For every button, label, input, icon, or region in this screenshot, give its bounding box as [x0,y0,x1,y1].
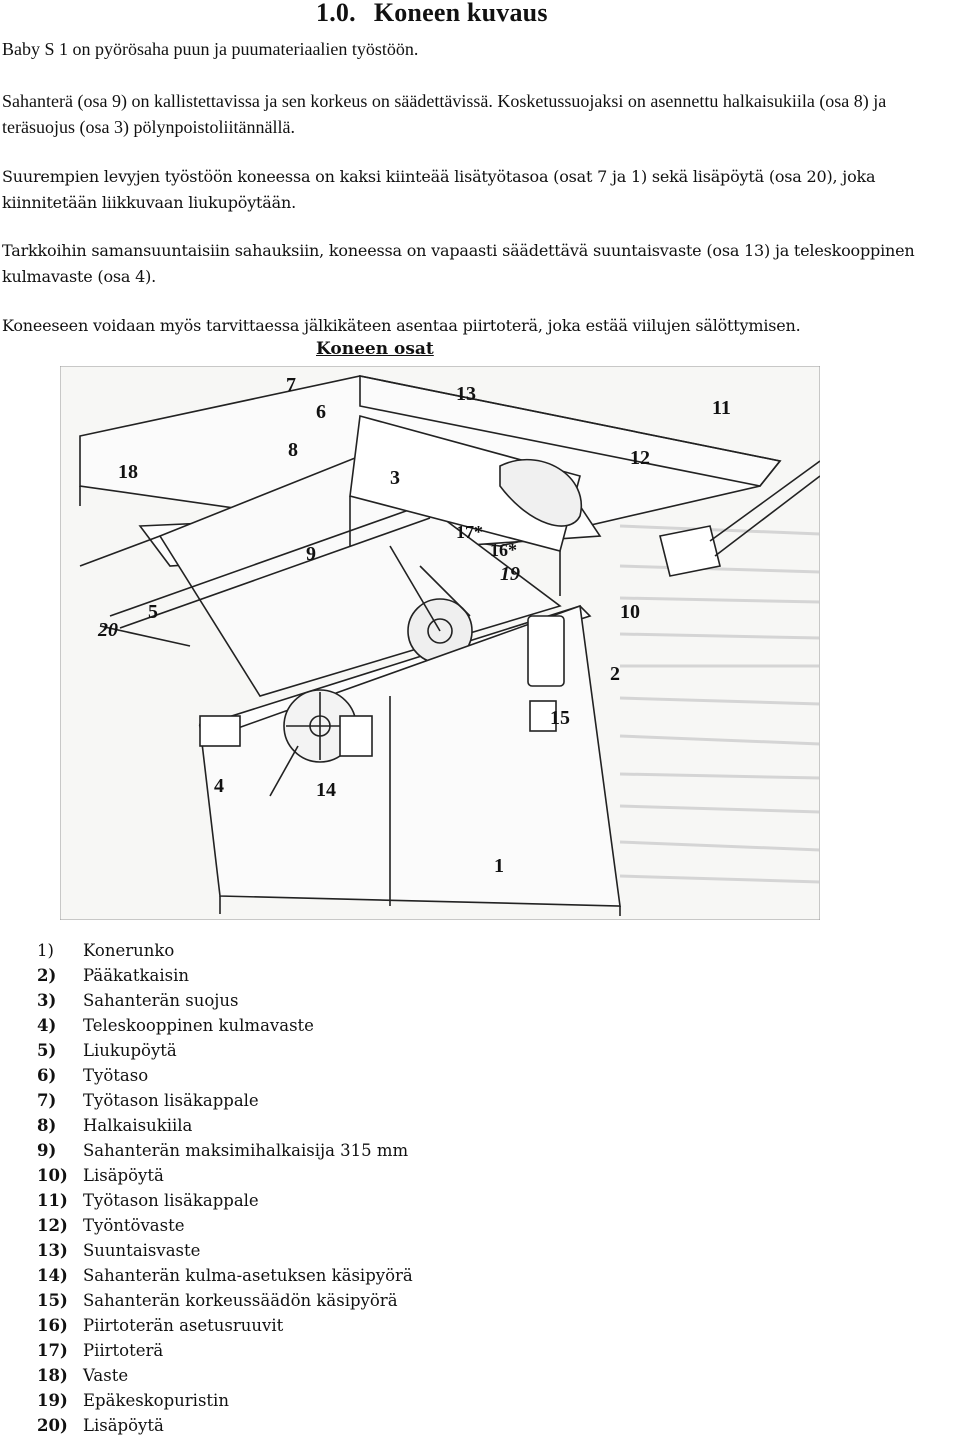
parts-list-item: 3) Sahanterän suojus [37,988,413,1013]
paragraph-intro: Baby S 1 on pyörösaha puun ja puumateria… [2,39,419,59]
part-number: 1) [37,941,54,960]
part-number: 20) [37,1416,68,1435]
part-name: Piirtoterä [83,1341,164,1360]
parts-list-item: 14) Sahanterän kulma-asetuksen käsipyörä [37,1263,413,1288]
part-number: 2) [37,966,57,985]
parts-list-item: 4) Teleskooppinen kulmavaste [37,1013,413,1038]
parts-list-item: 9) Sahanterän maksimihalkaisija 315 mm [37,1138,413,1163]
diagram-label-18: 18 [118,461,138,483]
part-name: Sahanterän kulma-asetuksen käsipyörä [83,1266,413,1285]
diagram-label-6: 6 [316,401,326,423]
diagram-label-14: 14 [316,779,336,801]
section-heading: 1.0. Koneen kuvaus [316,0,548,28]
part-number: 14) [37,1266,68,1285]
parts-list-item: 2) Pääkatkaisin [37,963,413,988]
parts-list-item: 10) Lisäpöytä [37,1163,413,1188]
section-number: 1.0. [316,0,356,27]
diagram-label-16: 16* [490,540,517,560]
diagram-label-17: 17* [456,522,483,542]
parts-list-item: 19) Epäkeskopuristin [37,1388,413,1413]
diagram-label-9: 9 [306,543,316,565]
parts-list-item: 7) Työtason lisäkappale [37,1088,413,1113]
machine-drawing [79,375,820,916]
parts-list-item: 18) Vaste [37,1363,413,1388]
part-name: Lisäpöytä [83,1416,164,1435]
parts-list-item: 5) Liukupöytä [37,1038,413,1063]
part-name: Sahanterän maksimihalkaisija 315 mm [83,1141,409,1160]
parts-list-item: 12) Työntövaste [37,1213,413,1238]
parts-list-item: 13) Suuntaisvaste [37,1238,413,1263]
diagram-label-15: 15 [550,707,570,729]
parts-list-item: 6) Työtaso [37,1063,413,1088]
parts-list-item: 11) Työtason lisäkappale [37,1188,413,1213]
section-title: Koneen kuvaus [373,0,548,27]
parts-list-item: 20) Lisäpöytä [37,1413,413,1438]
part-name: Sahanterän korkeussäädön käsipyörä [83,1291,398,1310]
part-name: Sahanterän suojus [83,991,239,1010]
part-name: Pääkatkaisin [83,966,189,985]
parts-list-item: 8) Halkaisukiila [37,1113,413,1138]
diagram-label-12: 12 [630,447,650,469]
part-number: 8) [37,1116,57,1135]
part-name: Piirtoterän asetusruuvit [83,1316,284,1335]
part-name: Suuntaisvaste [83,1241,201,1260]
part-name: Työtason lisäkappale [83,1191,259,1210]
diagram-label-11: 11 [712,397,731,419]
part-name: Konerunko [83,941,175,960]
part-name: Liukupöytä [83,1041,177,1060]
part-name: Halkaisukiila [83,1116,193,1135]
parts-list-item: 16) Piirtoterän asetusruuvit [37,1313,413,1338]
part-number: 19) [37,1391,68,1410]
part-number: 15) [37,1291,68,1310]
part-number: 17) [37,1341,68,1360]
paragraph-work-tables: Suurempien levyjen työstöön koneessa on … [2,167,876,212]
part-number: 18) [37,1366,68,1385]
part-number: 11) [37,1191,68,1210]
part-name: Lisäpöytä [83,1166,164,1185]
part-number: 5) [37,1041,57,1060]
parts-list-item: 15) Sahanterän korkeussäädön käsipyörä [37,1288,413,1313]
diagram-label-2: 2 [610,663,620,685]
diagram-label-4: 4 [214,775,224,797]
part-number: 7) [37,1091,57,1110]
diagram-label-8: 8 [288,439,298,461]
part-number: 4) [37,1016,57,1035]
part-name: Työntövaste [83,1216,185,1235]
diagram-label-13: 13 [456,383,476,405]
part-number: 16) [37,1316,68,1335]
part-name: Vaste [83,1366,129,1385]
paragraph-fences: Tarkkoihin samansuuntaisiin sahauksiin, … [2,241,915,286]
diagram-label-5: 5 [148,601,158,623]
diagram-label-1: 1 [494,855,504,877]
part-number: 12) [37,1216,68,1235]
parts-list-item: 17) Piirtoterä [37,1338,413,1363]
diagram-label-20: 20 [97,619,118,641]
part-number: 9) [37,1141,57,1160]
part-name: Teleskooppinen kulmavaste [83,1016,314,1035]
part-number: 6) [37,1066,57,1085]
part-number: 3) [37,991,57,1010]
part-number: 10) [37,1166,68,1185]
diagram-label-7: 7 [286,374,296,396]
parts-list: 1) Konerunko 2) Pääkatkaisin 3) Sahanterän … [37,938,413,1438]
paragraph-saw-blade: Sahanterä (osa 9) on kallistettavissa ja… [2,91,887,137]
part-name: Epäkeskopuristin [83,1391,229,1410]
diagram-label-3: 3 [390,467,400,489]
parts-heading: Koneen osat [316,339,434,359]
part-number: 13) [37,1241,68,1260]
parts-list-item: 1) Konerunko [37,938,413,963]
paragraph-scoring-blade: Koneeseen voidaan myös tarvittaessa jälk… [2,316,801,335]
part-name: Työtaso [83,1066,149,1085]
part-name: Työtason lisäkappale [83,1091,259,1110]
machine-diagram: 7 6 13 11 18 8 3 12 17* 16* 9 19 5 20 10… [60,366,820,920]
diagram-label-19: 19 [500,563,520,585]
diagram-label-10: 10 [620,601,640,623]
